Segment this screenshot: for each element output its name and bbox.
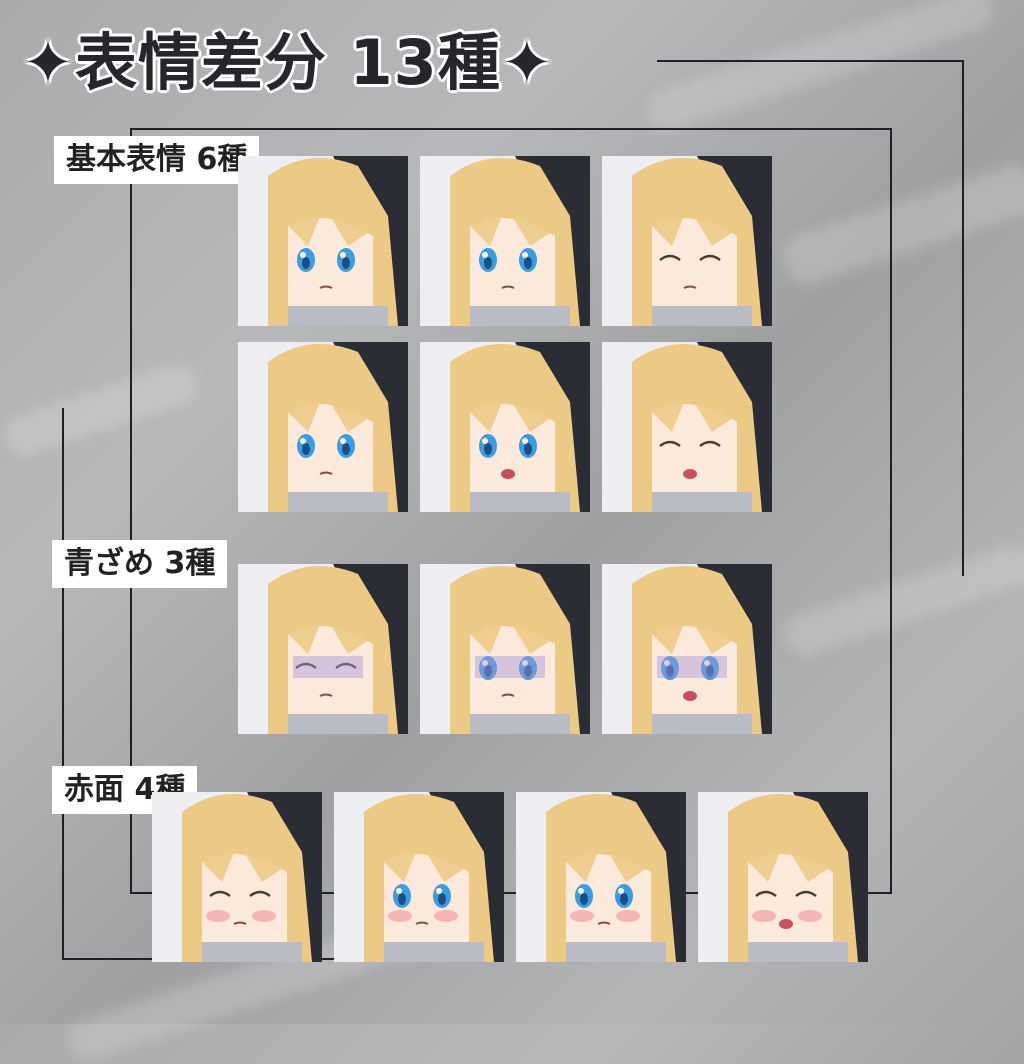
character-face-image (238, 156, 408, 326)
expression-tile-blush-smile (698, 792, 868, 962)
expression-tile-surprised (420, 342, 590, 512)
character-face-image (602, 156, 772, 326)
character-face-image (420, 342, 590, 512)
section-label-pale: 青ざめ 3種 (52, 540, 228, 588)
expression-tile-neutral (238, 156, 408, 326)
section-label-basic: 基本表情 6種 (54, 136, 260, 184)
frame-line (962, 60, 964, 576)
expression-tile-nervous (238, 342, 408, 512)
page-title: ✦表情差分 13種✦ (22, 26, 554, 99)
expression-tile-worried (420, 156, 590, 326)
expression-tile-pale-shocked (602, 564, 772, 734)
light-streak (778, 161, 1024, 289)
character-face-image (602, 342, 772, 512)
character-face-image (420, 564, 590, 734)
light-streak (780, 540, 1024, 660)
character-face-image (334, 792, 504, 962)
expression-tile-eyes-closed (602, 156, 772, 326)
expression-tile-pale-closed (238, 564, 408, 734)
expression-tile-blush-closed (152, 792, 322, 962)
character-face-image (238, 564, 408, 734)
frame-line (130, 892, 892, 894)
expression-tile-pale-nervous (420, 564, 590, 734)
character-face-image (698, 792, 868, 962)
light-streak (642, 0, 998, 135)
expression-tile-blush-pout (334, 792, 504, 962)
character-face-image (420, 156, 590, 326)
character-face-image (238, 342, 408, 512)
frame-line (130, 128, 892, 130)
frame-line (657, 60, 964, 62)
character-face-image (516, 792, 686, 962)
frame-line (130, 128, 132, 894)
expression-tile-blush-nervous (516, 792, 686, 962)
expression-tile-smile (602, 342, 772, 512)
light-streak (0, 360, 202, 460)
character-face-image (152, 792, 322, 962)
character-face-image (602, 564, 772, 734)
frame-line (890, 128, 892, 894)
frame-line (62, 408, 64, 960)
